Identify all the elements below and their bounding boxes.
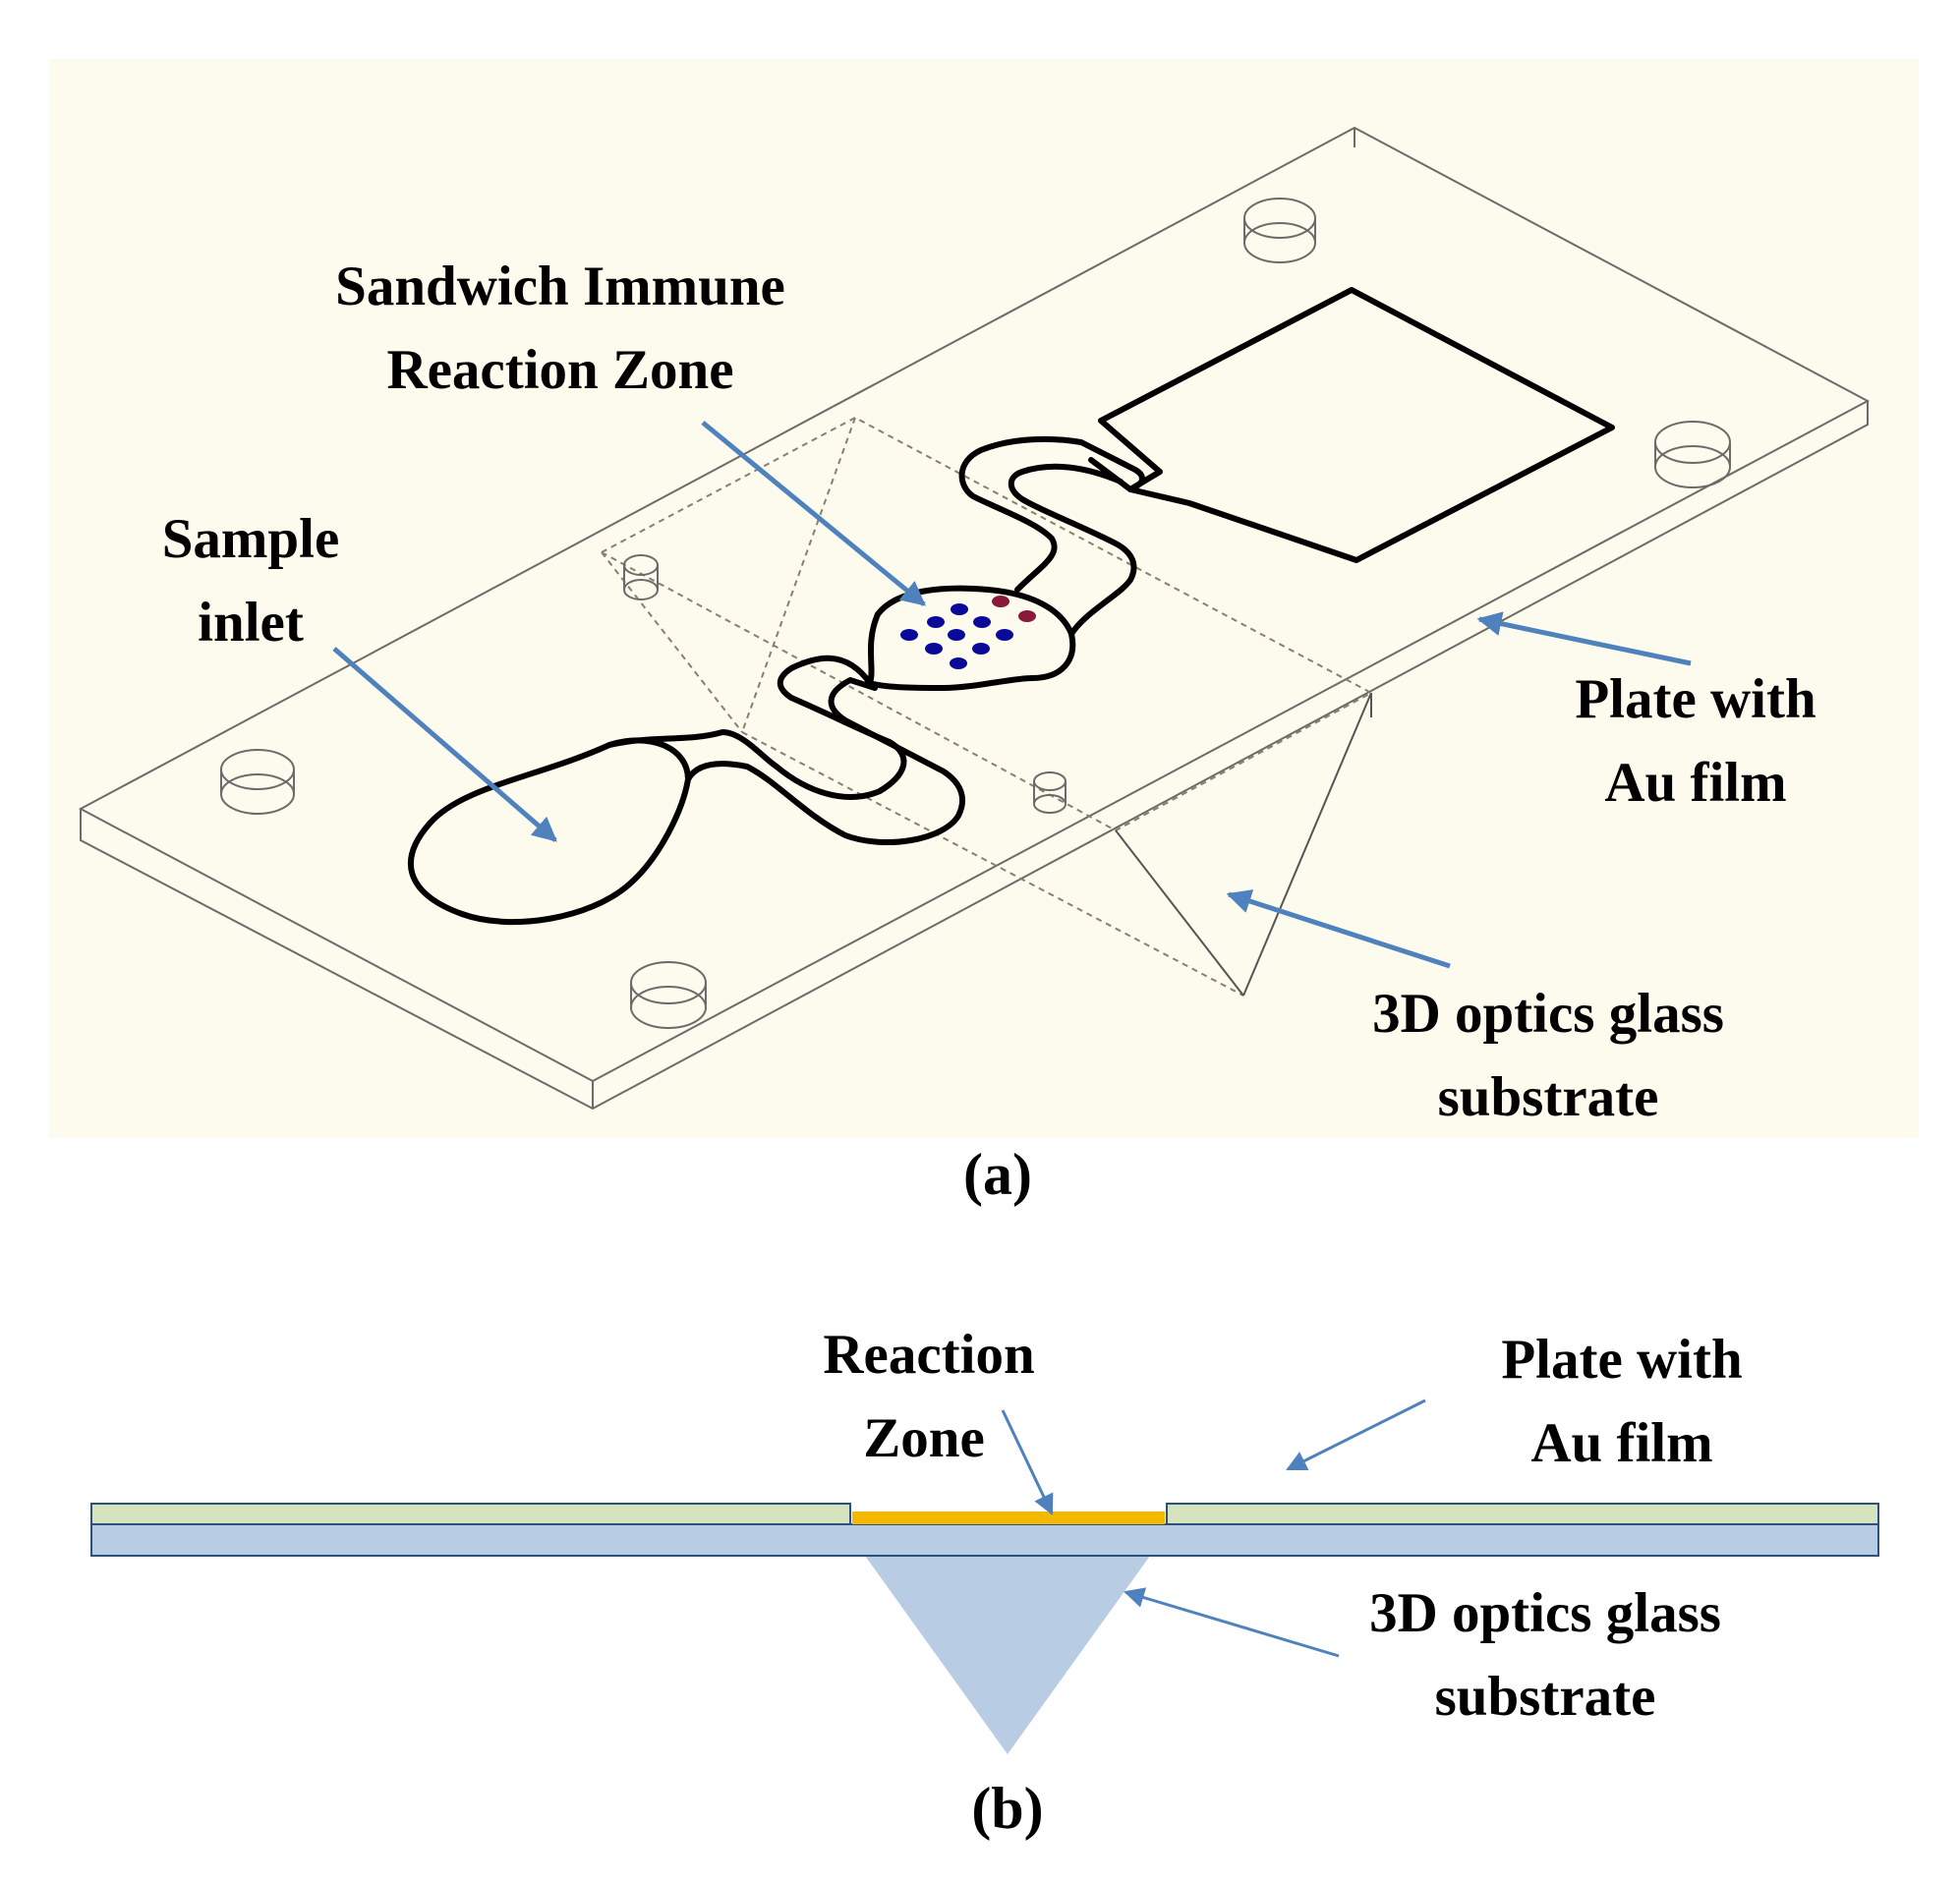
label-b-reaction-zone-line1: Reaction — [823, 1324, 1034, 1386]
hole-left — [220, 749, 295, 815]
prism-visible-edges — [1115, 692, 1372, 997]
panel-a-arrows — [332, 421, 1692, 969]
label-substrate-line1: 3D optics glass — [1372, 983, 1724, 1045]
glass-prism — [865, 1556, 1150, 1754]
label-b-plate-line2: Au film — [1530, 1412, 1712, 1474]
microfluidic-channel — [408, 287, 1615, 926]
hole-bottom — [630, 961, 707, 1029]
plate-layer-left — [90, 1503, 851, 1525]
panel-a-background — [49, 59, 1919, 1138]
caption-a: (a) — [963, 1142, 1032, 1207]
label-plate-line2: Au film — [1604, 752, 1786, 814]
label-sample-inlet-line1: Sample — [162, 508, 340, 570]
panel-b: Reaction Zone Plate with Au film 3D opti… — [90, 1324, 1879, 1841]
label-b-plate-line1: Plate with — [1501, 1329, 1742, 1391]
label-substrate-line2: substrate — [1438, 1066, 1659, 1128]
arrow-b-reaction-zone — [1001, 1409, 1054, 1515]
reaction-zone-chamber — [867, 585, 1076, 691]
label-reaction-zone-line2: Reaction Zone — [386, 339, 733, 401]
label-b-reaction-zone-line2: Zone — [863, 1407, 985, 1469]
label-sample-inlet-line2: inlet — [198, 592, 304, 654]
label-plate-line1: Plate with — [1575, 668, 1816, 730]
channel-lower-wall — [685, 677, 965, 846]
panel-b-labels: Reaction Zone Plate with Au film 3D opti… — [823, 1324, 1742, 1728]
capture-dot — [973, 616, 991, 628]
au-film-reaction-zone — [852, 1511, 1165, 1524]
capture-dot — [951, 603, 968, 615]
hole-small-inner-left — [623, 554, 659, 600]
control-dot — [1018, 610, 1036, 622]
capture-dot — [996, 629, 1013, 641]
panel-b-arrows — [1001, 1398, 1426, 1658]
plate-slab — [78, 126, 1871, 1111]
capture-dot — [948, 629, 965, 641]
hole-small-inner-right — [1033, 771, 1066, 814]
capture-dot — [925, 643, 943, 655]
capture-dot — [927, 616, 945, 628]
panel-a-labels: Sandwich Immune Reaction Zone Sample inl… — [162, 256, 1816, 1128]
channel-upper-wall — [606, 655, 907, 800]
arrow-sample-inlet — [332, 647, 557, 842]
hole-right — [1654, 421, 1731, 488]
arrow-b-substrate — [1123, 1587, 1340, 1658]
channel-serpentine — [958, 435, 1145, 637]
arrow-substrate — [1226, 889, 1451, 969]
panel-a: Sandwich Immune Reaction Zone Sample inl… — [49, 59, 1919, 1207]
arrow-reaction-zone — [701, 421, 926, 606]
arrow-plate — [1476, 611, 1692, 666]
caption-b: (b) — [971, 1776, 1043, 1841]
reaction-dots — [900, 596, 1036, 669]
control-dot — [992, 596, 1009, 607]
label-b-substrate-line2: substrate — [1435, 1666, 1656, 1728]
mounting-holes — [220, 198, 1731, 1029]
plate-layer-right — [1166, 1503, 1879, 1525]
capture-dot — [950, 657, 967, 669]
glass-substrate-layer — [90, 1523, 1879, 1557]
waste-reservoir — [1098, 287, 1615, 563]
label-b-substrate-line1: 3D optics glass — [1369, 1582, 1721, 1644]
hole-top — [1243, 198, 1316, 263]
label-reaction-zone-line1: Sandwich Immune — [335, 256, 785, 317]
capture-dot — [972, 643, 990, 655]
capture-dot — [900, 629, 918, 641]
arrow-b-plate — [1286, 1398, 1426, 1471]
